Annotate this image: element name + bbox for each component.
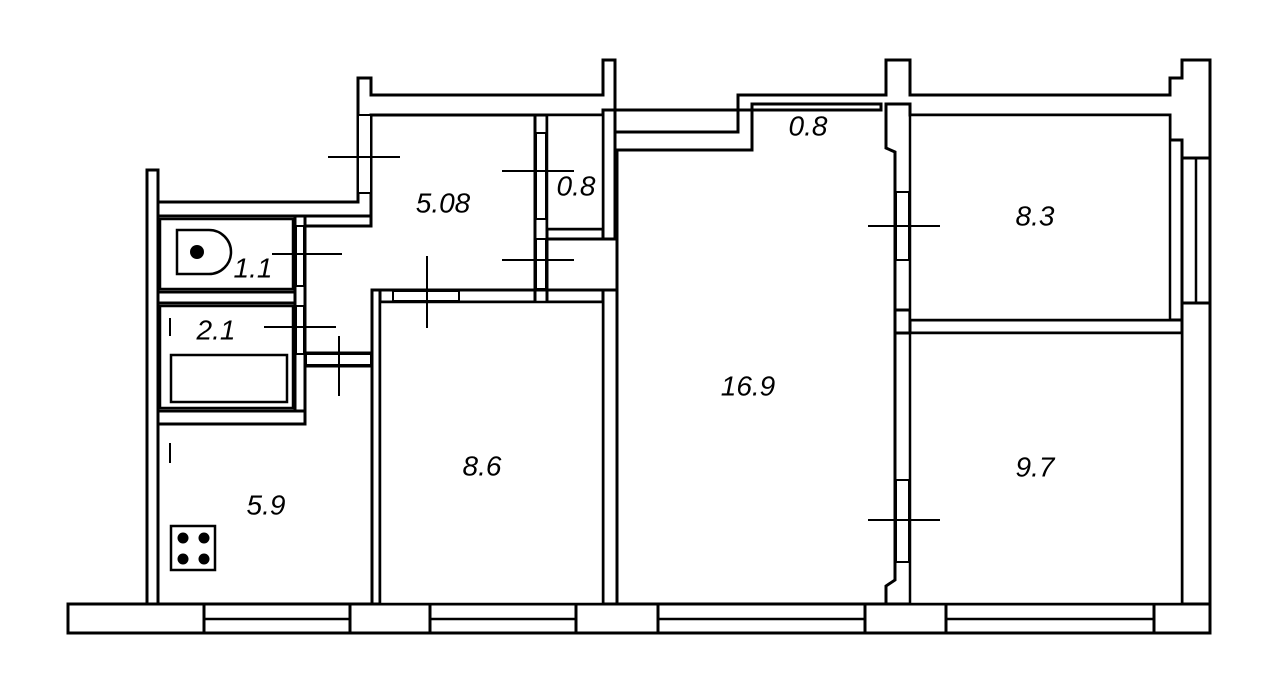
area-label-closet: 0.8: [557, 170, 596, 201]
exterior-walls-left-top: [145, 58, 1212, 606]
window-living-room: [656, 602, 867, 635]
toilet-icon: [175, 228, 233, 276]
door-marks: [169, 156, 940, 521]
area-label-bedroom-bottom-right: 9.7: [1016, 451, 1056, 482]
window-kitchen: [202, 602, 352, 635]
area-label-corridor: 0.8: [789, 110, 828, 141]
window-bedroom-middle: [428, 602, 578, 635]
area-label-toilet: 1.1: [234, 252, 273, 283]
stove-icon: [169, 524, 217, 572]
area-label-bathroom: 2.1: [196, 314, 236, 345]
area-label-hall: 5.08: [416, 187, 471, 218]
room-outlines: [378, 113, 1184, 606]
area-label-kitchen: 5.9: [247, 489, 286, 520]
area-label-bedroom-middle: 8.6: [463, 450, 502, 481]
area-label-bedroom-top-right: 8.3: [1016, 200, 1055, 231]
window-bedroom-bottom-right: [944, 602, 1156, 635]
area-label-living-room: 16.9: [721, 370, 776, 401]
bathtub-icon: [169, 353, 289, 404]
window-right: [1180, 156, 1212, 305]
